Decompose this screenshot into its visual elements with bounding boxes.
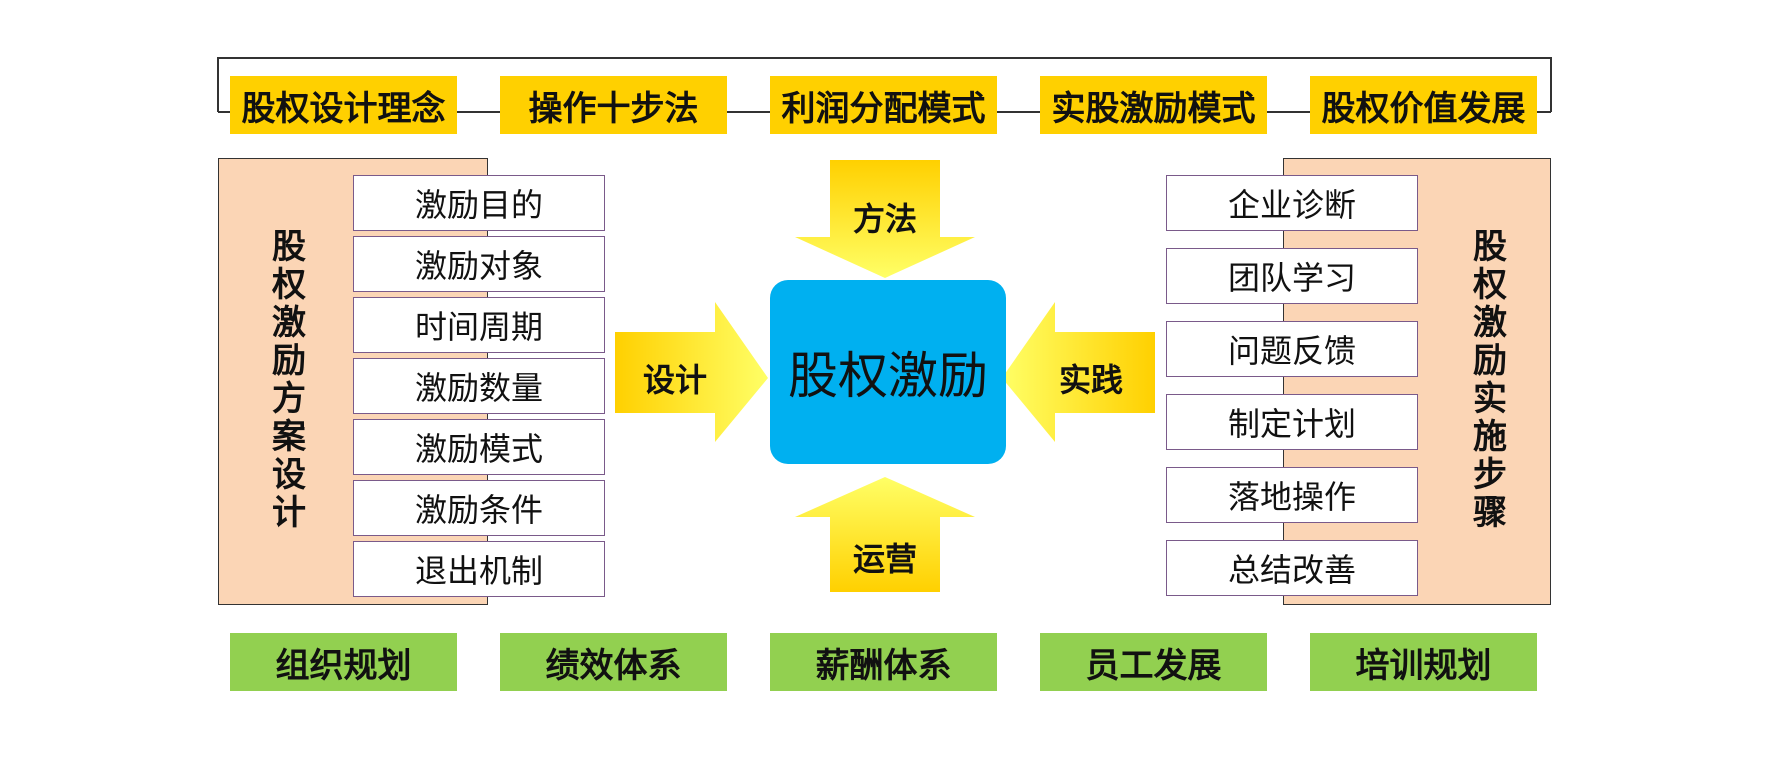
left-item: 激励目的: [353, 175, 605, 231]
top-box-real-equity: 实股激励模式: [1040, 76, 1267, 134]
arrow-right: [615, 302, 768, 442]
right-item: 总结改善: [1166, 540, 1418, 596]
top-box-equity-value: 股权价值发展: [1310, 76, 1537, 134]
left-item: 激励对象: [353, 236, 605, 292]
top-box-design-concept: 股权设计理念: [230, 76, 457, 134]
top-box-profit-distribution: 利润分配模式: [770, 76, 997, 134]
arrow-label-method: 方法: [852, 200, 917, 238]
left-item: 激励数量: [353, 358, 605, 414]
left-item: 激励条件: [353, 480, 605, 536]
right-item: 落地操作: [1166, 467, 1418, 523]
arrow-down: [795, 160, 975, 278]
right-item: 制定计划: [1166, 394, 1418, 450]
arrow-label-operation: 运营: [852, 540, 917, 578]
right-panel: [1283, 158, 1551, 605]
arrow-label-practice: 实践: [1058, 361, 1123, 399]
bottom-box-training: 培训规划: [1310, 633, 1537, 691]
left-item: 时间周期: [353, 297, 605, 353]
bottom-box-performance: 绩效体系: [500, 633, 727, 691]
bottom-box-employee-dev: 员工发展: [1040, 633, 1267, 691]
bottom-box-compensation: 薪酬体系: [770, 633, 997, 691]
right-panel-title: 股权激励实施步骤: [1466, 228, 1507, 532]
top-bracket: [217, 57, 1552, 112]
left-panel-title: 股权激励方案设计: [265, 228, 306, 532]
top-box-ten-steps: 操作十步法: [500, 76, 727, 134]
right-item: 问题反馈: [1166, 321, 1418, 377]
right-item: 团队学习: [1166, 248, 1418, 304]
left-item: 激励模式: [353, 419, 605, 475]
bottom-box-org-planning: 组织规划: [230, 633, 457, 691]
arrow-up: [795, 477, 975, 592]
arrow-left: [1002, 302, 1155, 442]
right-item: 企业诊断: [1166, 175, 1418, 231]
arrow-label-design: 设计: [642, 361, 707, 399]
center-node: 股权激励: [770, 280, 1006, 464]
left-item: 退出机制: [353, 541, 605, 597]
